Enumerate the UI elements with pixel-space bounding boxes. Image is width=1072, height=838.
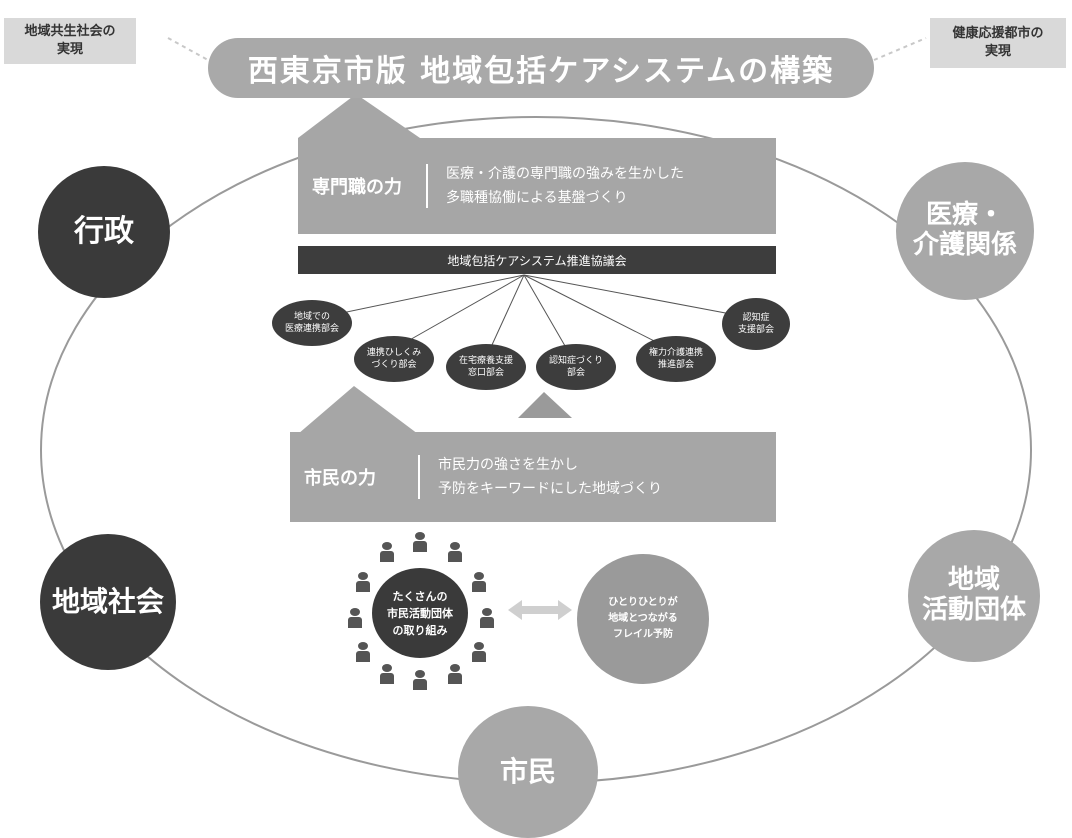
- person-icon: [472, 572, 486, 592]
- council-bar: 地域包括ケアシステム推進協議会: [298, 246, 776, 274]
- corner-left-text: 地域共生社会の 実現: [24, 24, 116, 57]
- left-corner-connector: [167, 37, 209, 61]
- subcommittee-6-label: 認知症 支援部会: [737, 313, 774, 335]
- circle-chiiki-katsudo: 地域 活動団体: [908, 530, 1040, 662]
- subcommittee-5: 権力介護連携 推進部会: [636, 336, 716, 382]
- expert-label: 専門職の力: [312, 177, 402, 198]
- citizen-groups-cluster: たくさんの 市民活動団体 の取り組み: [340, 530, 500, 690]
- circle-shimin-label: 市民: [499, 754, 556, 788]
- person-icon: [380, 664, 394, 684]
- subcommittee-3-label: 在宅療養支援 窓口部会: [458, 356, 513, 378]
- circle-chiiki-katsudo-label: 地域 活動団体: [921, 565, 1026, 625]
- person-icon: [413, 670, 427, 690]
- double-arrow: [508, 600, 572, 620]
- person-icon: [356, 642, 370, 662]
- citizen-band: 市民の力 市民力の強さを生かし 予防をキーワードにした地域づくり: [290, 432, 776, 522]
- citizen-groups-text: たくさんの 市民活動団体 の取り組み: [387, 589, 453, 637]
- corner-right-text: 健康応援都市の 実現: [952, 26, 1044, 59]
- subcommittee-5-label: 権力介護連携 推進部会: [648, 348, 703, 370]
- citizen-text: 市民力の強さを生かし 予防をキーワードにした地域づくり: [438, 457, 662, 497]
- citizen-groups-bubble: たくさんの 市民活動団体 の取り組み: [372, 568, 468, 658]
- subcommittee-1-label: 地域での 医療連携部会: [284, 312, 339, 334]
- circle-gyosei-label: 行政: [74, 213, 134, 249]
- expert-band: 専門職の力 医療・介護の専門職の強みを生かした 多職種協働による基盤づくり: [298, 138, 776, 234]
- council-label: 地域包括ケアシステム推進協議会: [447, 253, 627, 268]
- corner-box-right: 健康応援都市の 実現: [930, 18, 1066, 68]
- subcommittee-4-label: 認知症づくり 部会: [548, 356, 603, 378]
- subcommittee-6: 認知症 支援部会: [722, 298, 790, 350]
- citizen-house-roof: [298, 386, 418, 434]
- person-icon: [413, 532, 427, 552]
- person-icon: [448, 664, 462, 684]
- circle-iryo: 医療・ 介護関係: [896, 162, 1034, 300]
- person-icon: [348, 608, 362, 628]
- subcommittee-1: 地域での 医療連携部会: [272, 300, 352, 346]
- citizen-separator: [418, 455, 420, 499]
- person-icon: [356, 572, 370, 592]
- circle-chiiki-shakai: 地域社会: [40, 534, 176, 670]
- frailty-circle: ひとりひとりが 地域とつながる フレイル予防: [577, 554, 709, 684]
- person-icon: [380, 542, 394, 562]
- frailty-text: ひとりひとりが 地域とつながる フレイル予防: [608, 597, 678, 640]
- page-title: 西東京市版 地域包括ケアシステムの構築: [247, 54, 835, 89]
- title-banner: 西東京市版 地域包括ケアシステムの構築: [208, 38, 874, 98]
- circle-gyosei: 行政: [38, 166, 170, 298]
- circle-iryo-label: 医療・ 介護関係: [912, 200, 1017, 260]
- circle-shimin: 市民: [458, 706, 598, 838]
- expert-separator: [426, 164, 428, 208]
- subcommittee-4: 認知症づくり 部会: [536, 344, 616, 390]
- person-icon: [480, 608, 494, 628]
- subcommittee-2: 連携ひしくみ づくり部会: [354, 336, 434, 382]
- corner-box-left: 地域共生社会の 実現: [4, 18, 136, 64]
- circle-chiiki-shakai-label: 地域社会: [51, 584, 164, 618]
- expert-text: 医療・介護の専門職の強みを生かした 多職種協働による基盤づくり: [446, 166, 684, 206]
- expert-house-roof: [298, 94, 420, 138]
- subcommittee-3: 在宅療養支援 窓口部会: [446, 344, 526, 390]
- person-icon: [448, 542, 462, 562]
- up-arrow-triangle: [518, 392, 572, 418]
- right-corner-connector: [873, 37, 927, 61]
- subcommittee-2-label: 連携ひしくみ づくり部会: [366, 348, 422, 370]
- citizen-label: 市民の力: [304, 468, 376, 489]
- person-icon: [472, 642, 486, 662]
